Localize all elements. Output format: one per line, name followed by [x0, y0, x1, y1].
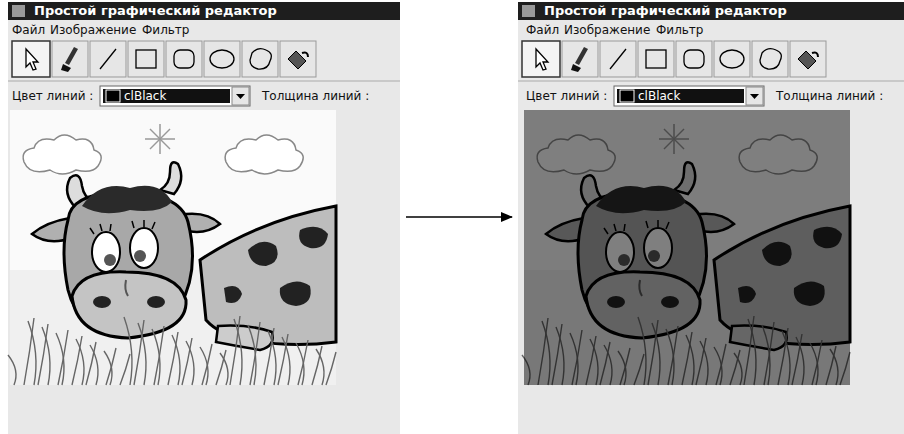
field-label: Цвет линий : — [12, 88, 93, 104]
transform-arrow — [406, 216, 512, 218]
combo-value: clBlack — [638, 88, 680, 104]
app-window: Простой графический редактор — [518, 2, 904, 434]
menu-item: Файл — [12, 22, 45, 38]
window-title: Простой графический редактор — [8, 2, 400, 20]
menu-item: Файл — [526, 22, 559, 38]
menu-item: Фильтр — [142, 22, 189, 38]
field-label: Толщина линий : — [776, 88, 883, 104]
combo-value: clBlack — [124, 88, 166, 104]
window-title: Простой графический редактор — [518, 2, 904, 20]
menu-item: Изображение — [564, 22, 650, 38]
field-label: Толщина линий : — [262, 88, 369, 104]
menu-item: Фильтр — [656, 22, 703, 38]
menu-item: Изображение — [50, 22, 136, 38]
app-window: Простой графический редактор — [8, 2, 400, 434]
field-label: Цвет линий : — [526, 88, 607, 104]
